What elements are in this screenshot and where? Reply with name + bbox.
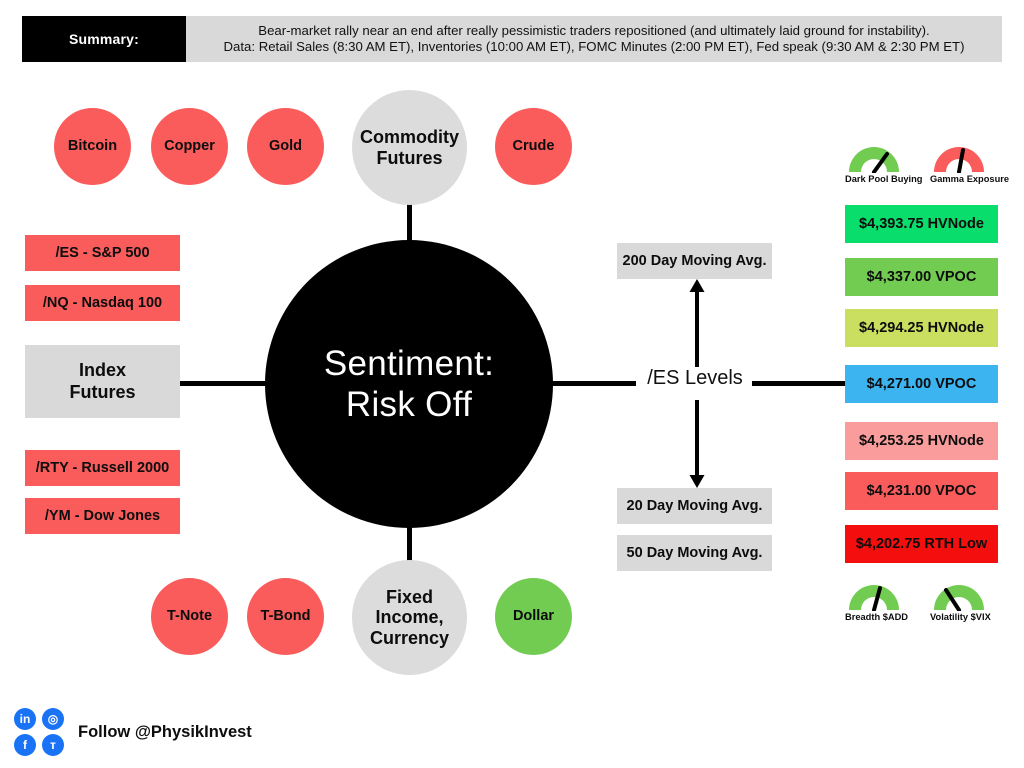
index-futures-group-line-2: Futures xyxy=(69,381,136,402)
level-bar-2-label: $4,337.00 VPOC xyxy=(866,269,977,285)
level-bar-2[interactable]: $4,337.00 VPOC xyxy=(845,258,998,296)
commodity-gold[interactable]: Gold xyxy=(247,108,324,185)
level-bar-1[interactable]: $4,393.75 HVNode xyxy=(845,205,998,243)
gauge-dial-icon xyxy=(849,585,899,611)
summary-bar: Summary: Bear-market rally near an end a… xyxy=(22,16,1002,62)
sentiment-hub-line-1: Sentiment: xyxy=(323,343,495,383)
index-future-rty[interactable]: /RTY - Russell 2000 xyxy=(25,450,180,486)
moving-average-20-day-label: 20 Day Moving Avg. xyxy=(626,498,763,514)
summary-text: Bear-market rally near an end after real… xyxy=(186,16,1002,62)
fixed-income-group-line-1: Fixed xyxy=(385,587,433,608)
summary-line-1: Bear-market rally near an end after real… xyxy=(258,23,930,38)
twitter-glyph: ᴛ xyxy=(50,738,56,752)
instagram-icon[interactable]: ◎ xyxy=(42,708,64,730)
fixed-income-t-bond[interactable]: T-Bond xyxy=(247,578,324,655)
moving-average-200-day-label: 200 Day Moving Avg. xyxy=(622,253,767,269)
social-links: in ◎ f ᴛ xyxy=(14,708,68,758)
sentiment-hub-line-2: Risk Off xyxy=(345,385,473,424)
fixed-income-t-note-label: T-Note xyxy=(166,608,213,625)
moving-average-50-day-label: 50 Day Moving Avg. xyxy=(626,545,763,561)
arrow-down-icon xyxy=(689,400,705,488)
gauge-dial-icon xyxy=(934,585,984,611)
summary-line-2: Data: Retail Sales (8:30 AM ET), Invento… xyxy=(223,39,965,54)
index-future-ym[interactable]: /YM - Dow Jones xyxy=(25,498,180,534)
moving-average-50-day: 50 Day Moving Avg. xyxy=(617,535,772,571)
commodity-bitcoin[interactable]: Bitcoin xyxy=(54,108,131,185)
linkedin-glyph: in xyxy=(19,712,31,726)
commodity-futures-group-line-2: Futures xyxy=(376,147,443,168)
index-futures-group: Index Futures xyxy=(25,345,180,418)
index-future-es-label: /ES - S&P 500 xyxy=(55,245,150,261)
gauge-dark-pool-buying: Dark Pool Buying xyxy=(845,142,923,192)
facebook-glyph: f xyxy=(23,738,27,752)
index-future-rty-label: /RTY - Russell 2000 xyxy=(35,460,170,476)
currency-dollar[interactable]: Dollar xyxy=(495,578,572,655)
level-bar-5[interactable]: $4,253.25 HVNode xyxy=(845,422,998,460)
level-bar-6-label: $4,231.00 VPOC xyxy=(866,483,977,499)
index-future-es[interactable]: /ES - S&P 500 xyxy=(25,235,180,271)
gauge-gamma-exposure-label: Gamma Exposure xyxy=(930,174,1010,184)
sentiment-hub: Sentiment: Risk Off xyxy=(265,240,553,528)
summary-label: Summary: xyxy=(22,16,186,62)
fixed-income-group-line-3: Currency xyxy=(369,627,450,648)
level-bar-7-label: $4,202.75 RTH Low xyxy=(855,536,988,552)
fixed-income-t-note[interactable]: T-Note xyxy=(151,578,228,655)
gauge-volatility-vix-label: Volatility $VIX xyxy=(930,612,991,622)
index-future-ym-label: /YM - Dow Jones xyxy=(44,508,161,524)
es-levels-title: /ES Levels xyxy=(647,367,743,389)
level-bar-4-label: $4,271.00 VPOC xyxy=(866,376,977,392)
connector-hub-to-fixed-income xyxy=(407,512,412,574)
commodity-crude-label: Crude xyxy=(512,138,555,155)
index-future-nq-label: /NQ - Nasdaq 100 xyxy=(42,295,163,311)
commodity-futures-group: Commodity Futures xyxy=(352,90,467,205)
commodity-copper[interactable]: Copper xyxy=(151,108,228,185)
fixed-income-group: Fixed Income, Currency xyxy=(352,560,467,675)
connector-es-levels-to-bars xyxy=(752,381,847,386)
arrow-up-icon xyxy=(689,279,705,367)
currency-dollar-label: Dollar xyxy=(512,608,555,625)
connector-hub-to-es-levels xyxy=(548,381,636,386)
moving-average-20-day: 20 Day Moving Avg. xyxy=(617,488,772,524)
instagram-glyph: ◎ xyxy=(47,712,59,726)
commodity-futures-group-line-1: Commodity xyxy=(360,127,459,148)
commodity-copper-label: Copper xyxy=(164,138,215,155)
level-bar-7[interactable]: $4,202.75 RTH Low xyxy=(845,525,998,563)
twitter-icon[interactable]: ᴛ xyxy=(42,734,64,756)
gauge-volatility-vix: Volatility $VIX xyxy=(930,580,991,630)
commodity-bitcoin-label: Bitcoin xyxy=(67,138,118,155)
gauge-breadth-add: Breadth $ADD xyxy=(845,580,909,630)
index-futures-group-line-1: Index xyxy=(78,359,126,380)
level-bar-5-label: $4,253.25 HVNode xyxy=(859,433,984,449)
level-bar-1-label: $4,393.75 HVNode xyxy=(859,216,984,232)
gauge-breadth-add-label: Breadth $ADD xyxy=(845,612,909,622)
facebook-icon[interactable]: f xyxy=(14,734,36,756)
gauge-dial-icon xyxy=(934,147,984,173)
linkedin-icon[interactable]: in xyxy=(14,708,36,730)
gauge-dark-pool-buying-label: Dark Pool Buying xyxy=(845,174,923,184)
moving-average-200-day: 200 Day Moving Avg. xyxy=(617,243,772,279)
connector-commodity-to-hub xyxy=(407,198,412,258)
level-bar-3-label: $4,294.25 HVNode xyxy=(859,320,984,336)
commodity-gold-label: Gold xyxy=(268,138,303,155)
level-bar-4[interactable]: $4,271.00 VPOC xyxy=(845,365,998,403)
level-bar-6[interactable]: $4,231.00 VPOC xyxy=(845,472,998,510)
gauge-gamma-exposure: Gamma Exposure xyxy=(930,142,1010,192)
level-bar-3[interactable]: $4,294.25 HVNode xyxy=(845,309,998,347)
follow-text: Follow @PhysikInvest xyxy=(78,723,252,741)
connector-index-futures-to-hub xyxy=(180,381,290,386)
index-future-nq[interactable]: /NQ - Nasdaq 100 xyxy=(25,285,180,321)
commodity-crude[interactable]: Crude xyxy=(495,108,572,185)
fixed-income-group-line-2: Income, xyxy=(375,607,444,628)
gauge-dial-icon xyxy=(849,147,899,173)
fixed-income-t-bond-label: T-Bond xyxy=(260,608,311,625)
